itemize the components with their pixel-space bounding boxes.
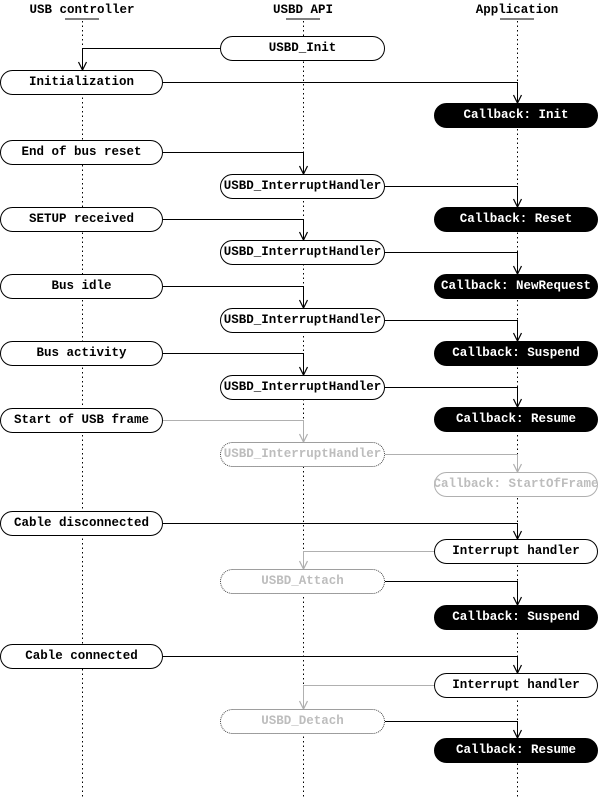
node-callback-resume-1: Callback: Resume [434, 406, 598, 432]
node-callback-init: Callback: Init [434, 102, 598, 128]
node-label: Callback: Resume [455, 743, 577, 757]
connector-line [385, 581, 518, 605]
connector-line [385, 387, 518, 407]
connector-line [163, 353, 304, 375]
node-label: Cable connected [25, 649, 138, 663]
connector-line [303, 551, 434, 569]
node-label: Callback: StartOfFrame [433, 477, 599, 491]
connector-usbd-detach-to-callback-resume-2 [385, 721, 523, 740]
node-interrupt-handler-2: USBD_InterruptHandler [220, 239, 385, 265]
node-callback-startofframe: Callback: StartOfFrame [433, 471, 599, 497]
connector-line [385, 320, 518, 341]
node-end-of-bus-reset: End of bus reset [0, 139, 163, 165]
node-bus-activity: Bus activity [0, 340, 163, 366]
node-label: Callback: Suspend [452, 610, 580, 624]
connector-line [385, 186, 518, 207]
node-interrupt-handler-5: USBD_InterruptHandler [220, 441, 385, 467]
connector-line [163, 152, 304, 174]
node-label: USBD_Init [268, 41, 337, 55]
connector-end-of-bus-reset-to-interrupt-handler-1 [163, 152, 309, 176]
node-cable-connected: Cable connected [0, 643, 163, 669]
node-callback-suspend-2: Callback: Suspend [434, 604, 598, 630]
node-usbd-detach: USBD_Detach [220, 708, 385, 734]
node-label: Interrupt handler [452, 678, 580, 692]
connector-interrupt-handler-4-to-callback-resume-1 [385, 387, 523, 409]
connector-interrupt-handler-3-to-callback-suspend-1 [385, 320, 523, 343]
connector-cable-disconnected-to-interrupt-handler-app-1 [163, 523, 523, 541]
node-interrupt-handler-3: USBD_InterruptHandler [220, 307, 385, 333]
node-label: SETUP received [28, 212, 135, 226]
node-label: Bus idle [51, 279, 112, 293]
connector-line [385, 454, 518, 472]
connector-line [163, 523, 518, 539]
node-setup-received: SETUP received [0, 206, 163, 232]
connector-line [163, 286, 304, 308]
node-callback-suspend-1: Callback: Suspend [434, 340, 598, 366]
node-callback-resume-2: Callback: Resume [434, 737, 598, 763]
node-label: Callback: Suspend [452, 346, 580, 360]
connector-line [163, 420, 304, 442]
node-label: Callback: Resume [455, 412, 577, 426]
node-cable-disconnected: Cable disconnected [0, 510, 163, 536]
node-start-of-usb-frame: Start of USB frame [0, 407, 163, 433]
connector-setup-received-to-interrupt-handler-2 [163, 219, 309, 242]
lifeline-header-usb-controller: USB controller [29, 3, 135, 17]
connector-usbd-attach-to-callback-suspend-2 [385, 581, 523, 607]
connector-interrupt-handler-app-1-to-usbd-attach [298, 551, 434, 571]
connector-interrupt-handler-5-to-callback-startofframe [385, 454, 523, 474]
node-bus-idle: Bus idle [0, 273, 163, 299]
connector-cable-connected-to-interrupt-handler-app-2 [163, 656, 523, 675]
connector-start-of-usb-frame-to-interrupt-handler-5 [163, 420, 309, 444]
node-label: Bus activity [36, 346, 127, 360]
connector-interrupt-handler-2-to-callback-newrequest [385, 252, 523, 276]
connector-initialization-to-callback-init [163, 82, 523, 105]
lifeline-header-usbd-api: USBD API [272, 3, 333, 17]
connector-line [82, 48, 220, 70]
node-label: Cable disconnected [13, 516, 150, 530]
node-label: USBD_Detach [261, 714, 344, 728]
connector-bus-activity-to-interrupt-handler-4 [163, 353, 309, 377]
node-callback-reset: Callback: Reset [434, 206, 598, 232]
connector-line [385, 721, 518, 738]
connector-bus-idle-to-interrupt-handler-3 [163, 286, 309, 310]
node-interrupt-handler-app-2: Interrupt handler [434, 672, 598, 698]
node-label: Start of USB frame [13, 413, 150, 427]
node-callback-newrequest: Callback: NewRequest [434, 273, 598, 299]
connector-usbd-init-to-initialization [77, 48, 220, 72]
node-label: USBD_Attach [261, 574, 344, 588]
node-label: Callback: NewRequest [440, 279, 592, 293]
connector-interrupt-handler-app-2-to-usbd-detach [298, 685, 434, 711]
node-label: Callback: Init [463, 108, 569, 122]
lifeline-header-application: Application [475, 3, 559, 17]
node-label: Initialization [28, 75, 135, 89]
connector-line [163, 656, 518, 673]
node-interrupt-handler-4: USBD_InterruptHandler [220, 374, 385, 400]
node-interrupt-handler-1: USBD_InterruptHandler [220, 173, 385, 199]
node-label: Callback: Reset [459, 212, 573, 226]
node-initialization: Initialization [0, 69, 163, 95]
node-label: End of bus reset [21, 145, 142, 159]
connector-line [303, 685, 434, 709]
node-label: USBD_InterruptHandler [223, 380, 382, 394]
node-label: USBD_InterruptHandler [223, 447, 382, 461]
node-usbd-attach: USBD_Attach [220, 568, 385, 594]
connector-line [163, 219, 304, 240]
node-interrupt-handler-app-1: Interrupt handler [434, 538, 598, 564]
node-label: USBD_InterruptHandler [223, 313, 382, 327]
node-label: Interrupt handler [452, 544, 580, 558]
connector-line [163, 82, 518, 103]
node-label: USBD_InterruptHandler [223, 245, 382, 259]
node-label: USBD_InterruptHandler [223, 179, 382, 193]
node-usbd-init: USBD_Init [220, 35, 385, 61]
connector-interrupt-handler-1-to-callback-reset [385, 186, 523, 209]
connector-line [385, 252, 518, 274]
